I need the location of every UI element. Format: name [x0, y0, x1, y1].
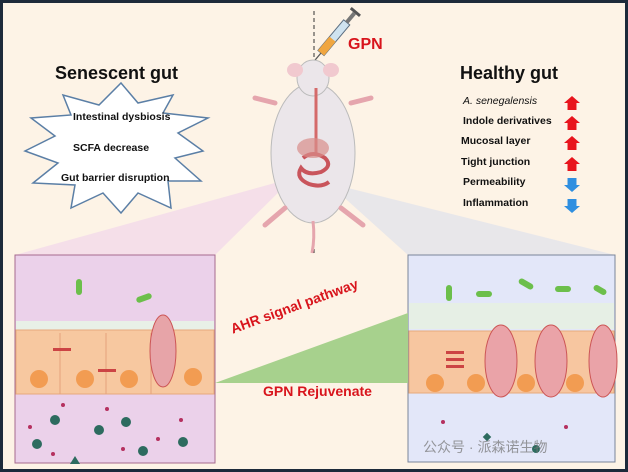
- up-arrow-icon: [564, 116, 580, 130]
- down-arrow-icon: [564, 178, 580, 192]
- diagram-graphics: [14, 7, 618, 464]
- senescent-feature-starburst: [23, 81, 211, 215]
- watermark: 公众号 · 派森诺生物: [423, 439, 548, 455]
- syringe-icon: [312, 7, 361, 63]
- left-zoom-wedge: [15, 178, 293, 255]
- right-zoom-wedge: [328, 183, 615, 255]
- senescent-feature: SCFA decrease: [73, 142, 150, 154]
- change-label: Permeability: [463, 176, 526, 188]
- change-label: A. senegalensis: [463, 95, 538, 107]
- change-label: Inflammation: [463, 197, 529, 209]
- up-arrow-icon: [564, 136, 580, 150]
- gpn-label: GPN: [348, 36, 383, 53]
- change-label: Tight junction: [461, 156, 531, 168]
- rejuvenation-wedge: [215, 313, 408, 383]
- gpn-rejuvenate-label: GPN Rejuvenate: [263, 383, 372, 399]
- senescent-feature: Intestinal dysbiosis: [73, 111, 171, 123]
- senescent-gut-title: Senescent gut: [55, 63, 179, 83]
- up-arrow-icon: [564, 96, 580, 110]
- figure: Senescent gut Intestinal dysbiosis SCFA …: [3, 3, 625, 469]
- change-label: Mucosal layer: [461, 135, 531, 147]
- change-label: Indole derivatives: [463, 115, 552, 127]
- healthy-gut-panel: [407, 254, 618, 463]
- up-arrow-icon: [564, 157, 580, 171]
- senescent-gut-panel: [14, 254, 216, 464]
- down-arrow-icon: [564, 199, 580, 213]
- healthy-gut-title: Healthy gut: [460, 63, 559, 83]
- mouse-illustration: [252, 59, 374, 254]
- senescent-feature: Gut barrier disruption: [61, 172, 170, 184]
